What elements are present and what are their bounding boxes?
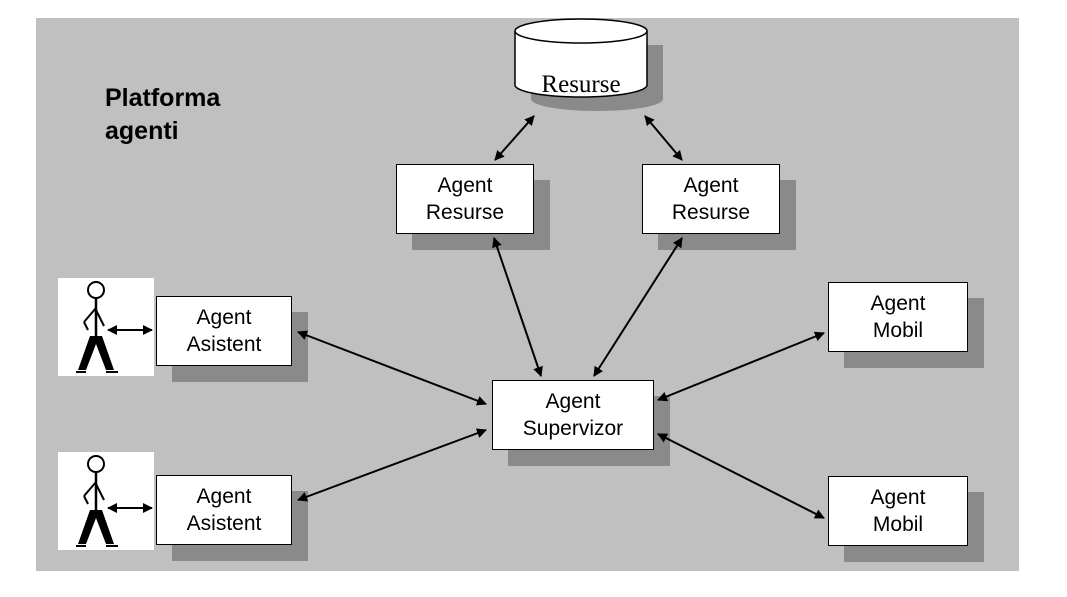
agent-assistant-bottom-line2: Asistent <box>186 512 262 535</box>
stick-figure-user-icon <box>58 278 154 376</box>
agent-resource-right: Agent Resurse <box>642 164 780 234</box>
agent-resource-right-line1: Agent <box>683 174 739 197</box>
arrow-mobile-top-supervisor <box>657 331 825 402</box>
platform-title-line2: agenti <box>105 117 179 145</box>
agent-resource-left-line2: Resurse <box>425 201 505 224</box>
arrow-resources-resource-right <box>644 115 683 161</box>
agent-assistant-bottom-line1: Agent <box>196 485 252 508</box>
agent-mobile-top-line1: Agent <box>870 292 926 315</box>
agent-resource-right-line2: Resurse <box>671 201 751 224</box>
agent-mobile-bottom: Agent Mobil <box>828 476 968 546</box>
agent-assistant-bottom: Agent Asistent <box>156 475 292 545</box>
agent-supervisor-line2: Supervizor <box>522 417 624 440</box>
agent-mobile-bottom-line2: Mobil <box>872 513 924 536</box>
arrow-mobile-bottom-supervisor <box>657 433 825 519</box>
agent-assistant-top-line2: Asistent <box>186 333 262 356</box>
agent-assistant-top-line1: Agent <box>196 306 252 329</box>
resources-label: Resurse <box>541 71 620 98</box>
agent-mobile-top: Agent Mobil <box>828 282 968 352</box>
agent-supervisor: Agent Supervizor <box>492 380 654 450</box>
platform-title-line1: Platforma <box>105 84 221 112</box>
agent-mobile-top-line2: Mobil <box>872 319 924 342</box>
agent-resource-left-line1: Agent <box>437 174 493 197</box>
arrow-resource-right-supervisor <box>593 237 683 377</box>
arrow-assistant-bottom-supervisor <box>297 428 487 502</box>
arrow-resources-resource-left <box>494 115 535 161</box>
arrow-resource-left-supervisor <box>492 237 543 377</box>
agent-supervisor-line1: Agent <box>545 390 601 413</box>
agent-mobile-bottom-line1: Agent <box>870 486 926 509</box>
agent-resource-left: Agent Resurse <box>396 164 534 234</box>
stick-figure-user-icon <box>58 452 154 550</box>
agent-assistant-top: Agent Asistent <box>156 296 292 366</box>
arrow-assistant-top-supervisor <box>297 330 487 406</box>
platform-title: Platforma agenti <box>105 82 265 148</box>
